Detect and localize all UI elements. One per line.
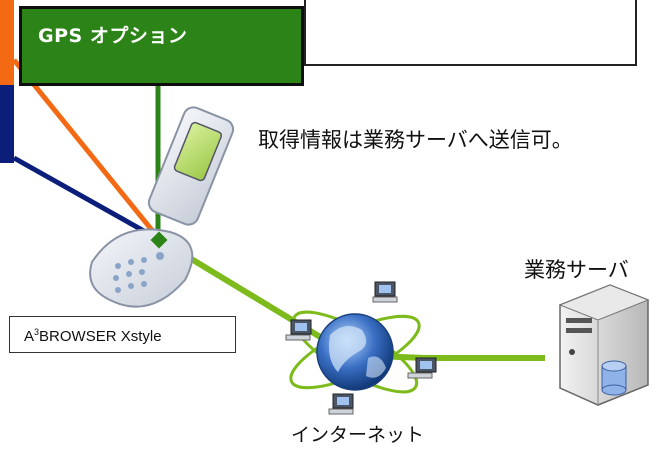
computer-icon <box>372 281 398 303</box>
server-icon <box>558 284 650 406</box>
browser-name: A3BROWSER Xstyle <box>24 327 162 345</box>
computer-icon <box>328 393 354 415</box>
send-info-note: 取得情報は業務サーバへ送信可。 <box>258 128 573 152</box>
orange-source-bar <box>0 0 14 85</box>
info-frame <box>304 0 637 66</box>
junction-marker <box>150 231 168 249</box>
browser-name-box: A3BROWSER Xstyle <box>9 316 236 353</box>
gps-option-label: GPS オプション <box>38 25 188 47</box>
orange-link-line <box>12 58 162 242</box>
computer-icon <box>285 319 312 341</box>
internet-label: インターネット <box>291 424 425 446</box>
navy-link-line <box>12 155 162 243</box>
globe-icon <box>289 310 421 394</box>
server-label: 業務サーバ <box>524 258 629 282</box>
mobile-phone-icon <box>89 106 235 308</box>
computer-icon <box>407 357 437 379</box>
navy-source-bar <box>0 85 14 163</box>
gps-option-box: GPS オプション <box>19 6 304 86</box>
